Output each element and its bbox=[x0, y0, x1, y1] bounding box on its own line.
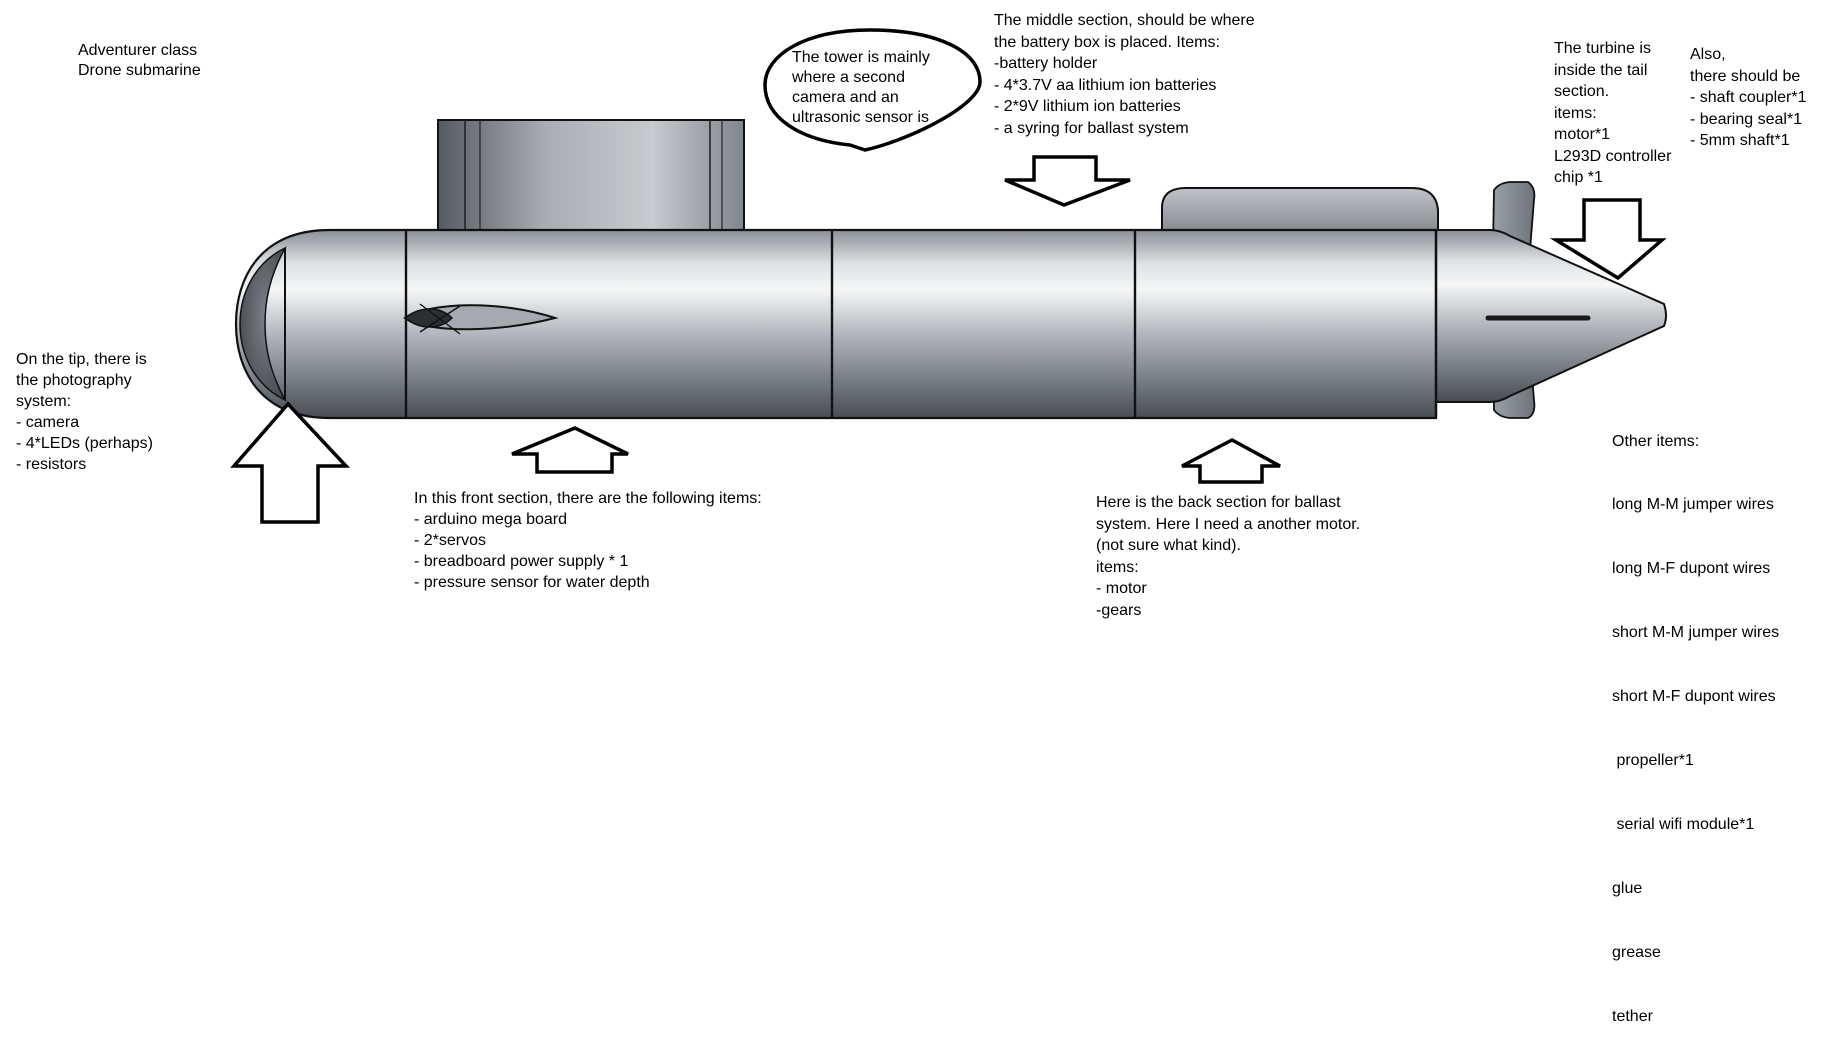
note-line: The tower is mainly bbox=[792, 49, 930, 66]
note-line: glue bbox=[1612, 879, 1643, 897]
title-line: Drone submarine bbox=[78, 62, 201, 79]
note-line: short M-F dupont wires bbox=[1612, 688, 1776, 706]
note-line: - 4*LEDs (perhaps) bbox=[16, 435, 153, 452]
note-line: section. bbox=[1554, 83, 1610, 100]
front-section-note: In this front section, there are the fol… bbox=[414, 488, 762, 593]
back-arrow bbox=[1181, 438, 1281, 484]
tower bbox=[437, 119, 745, 264]
section-dividers bbox=[404, 231, 1438, 417]
note-line: the battery box is placed. Items: bbox=[994, 33, 1220, 51]
note-line: long M-F dupont wires bbox=[1612, 560, 1771, 578]
note-line: system. Here I need a another motor. bbox=[1096, 515, 1361, 533]
tower-speech-bubble bbox=[763, 28, 982, 152]
note-line: On the tip, there is bbox=[16, 351, 147, 368]
tip-arrow bbox=[230, 401, 351, 524]
note-line: items: bbox=[1554, 104, 1597, 122]
note-line: The turbine is bbox=[1554, 40, 1651, 57]
note-line: - shaft coupler*1 bbox=[1690, 89, 1807, 106]
note-line: items: bbox=[1096, 558, 1139, 576]
note-line: camera and an bbox=[792, 89, 899, 106]
note-line: - 2*servos bbox=[414, 532, 487, 549]
middle-arrow bbox=[1004, 155, 1131, 207]
submarine-diagram bbox=[230, 28, 1667, 524]
note-line: - bearing seal*1 bbox=[1690, 110, 1803, 128]
note-line: motor*1 bbox=[1554, 126, 1611, 143]
note-line: - arduino mega board bbox=[414, 511, 567, 528]
note-line: The middle section, should be where bbox=[994, 12, 1255, 29]
tip-note: On the tip, there is the photography sys… bbox=[16, 349, 153, 475]
note-line: short M-M jumper wires bbox=[1612, 624, 1780, 642]
note-line: - 4*3.7V aa lithium ion batteries bbox=[994, 76, 1217, 94]
middle-section-note: The middle section, should be where the … bbox=[994, 10, 1255, 139]
note-line: Other items: bbox=[1612, 432, 1700, 450]
diagram-title: Adventurer class Drone submarine bbox=[78, 41, 201, 81]
note-line: - breadboard power supply * 1 bbox=[414, 553, 629, 570]
note-line: Also, bbox=[1690, 46, 1726, 63]
note-line: tether bbox=[1612, 1007, 1653, 1025]
note-line: inside the tail bbox=[1554, 61, 1648, 79]
note-line: In this front section, there are the fol… bbox=[414, 490, 762, 507]
note-line: the photography bbox=[16, 372, 132, 389]
note-line: grease bbox=[1612, 943, 1661, 961]
note-line: system: bbox=[16, 393, 72, 410]
note-line: (not sure what kind). bbox=[1096, 537, 1241, 554]
note-line: ultrasonic sensor is bbox=[792, 109, 929, 126]
note-line: Here is the back section for ballast bbox=[1096, 494, 1341, 511]
note-line: - 2*9V lithium ion batteries bbox=[994, 98, 1181, 115]
note-line: - 5mm shaft*1 bbox=[1690, 132, 1790, 149]
note-line: - a syring for ballast system bbox=[994, 119, 1189, 137]
note-line: there should be bbox=[1690, 67, 1801, 85]
front-arrow bbox=[511, 426, 629, 474]
note-line: propeller*1 bbox=[1612, 752, 1694, 770]
note-line: chip *1 bbox=[1554, 169, 1603, 186]
note-line: serial wifi module*1 bbox=[1612, 815, 1755, 833]
note-line: - pressure sensor for water depth bbox=[414, 574, 650, 591]
note-line: L293D controller bbox=[1554, 147, 1672, 165]
note-line: - motor bbox=[1096, 580, 1147, 597]
rear-hump bbox=[1161, 187, 1439, 239]
side-rudder bbox=[403, 303, 559, 335]
other-items-note: Other items: long M-M jumper wires long … bbox=[1612, 388, 1779, 1048]
note-line: - camera bbox=[16, 414, 80, 431]
note-line: -battery holder bbox=[994, 55, 1098, 72]
note-line: -gears bbox=[1096, 601, 1142, 619]
turbine-arrow bbox=[1549, 198, 1667, 281]
note-line: where a second bbox=[792, 69, 905, 86]
tower-note: The tower is mainly where a second camer… bbox=[792, 48, 930, 128]
also-note: Also, there should be - shaft coupler*1 … bbox=[1690, 44, 1807, 152]
note-line: long M-M jumper wires bbox=[1612, 496, 1774, 514]
title-line: Adventurer class bbox=[78, 42, 198, 59]
back-section-note: Here is the back section for ballast sys… bbox=[1096, 492, 1360, 621]
turbine-note: The turbine is inside the tail section. … bbox=[1554, 38, 1671, 189]
note-line: - resistors bbox=[16, 456, 87, 473]
